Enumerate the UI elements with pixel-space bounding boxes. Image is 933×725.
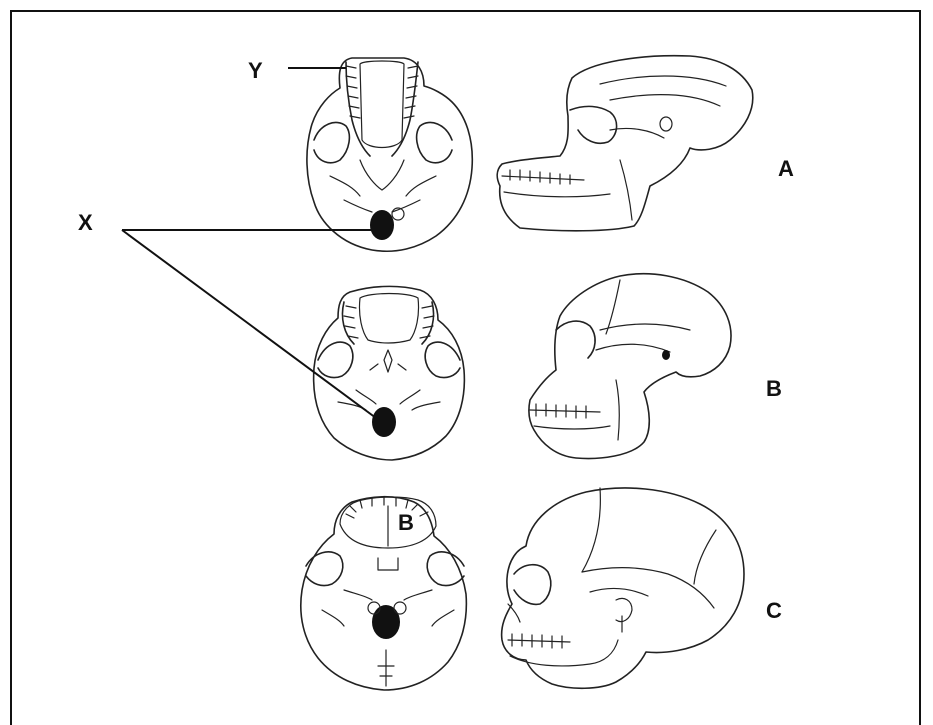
label-row-c: C bbox=[766, 598, 782, 623]
skull-c-profile bbox=[502, 488, 744, 688]
label-row-a: A bbox=[778, 156, 794, 181]
label-y: Y bbox=[248, 58, 263, 83]
skull-b-profile bbox=[529, 274, 731, 459]
label-inset-c: B bbox=[398, 510, 414, 535]
skull-b-underside bbox=[314, 286, 465, 460]
label-row-b: B bbox=[766, 376, 782, 401]
skull-a-profile bbox=[497, 56, 753, 231]
skull-a-underside bbox=[307, 58, 472, 251]
label-x: X bbox=[78, 210, 93, 235]
pointer-line-x-b bbox=[122, 230, 376, 418]
skull-c-underside bbox=[301, 497, 467, 690]
